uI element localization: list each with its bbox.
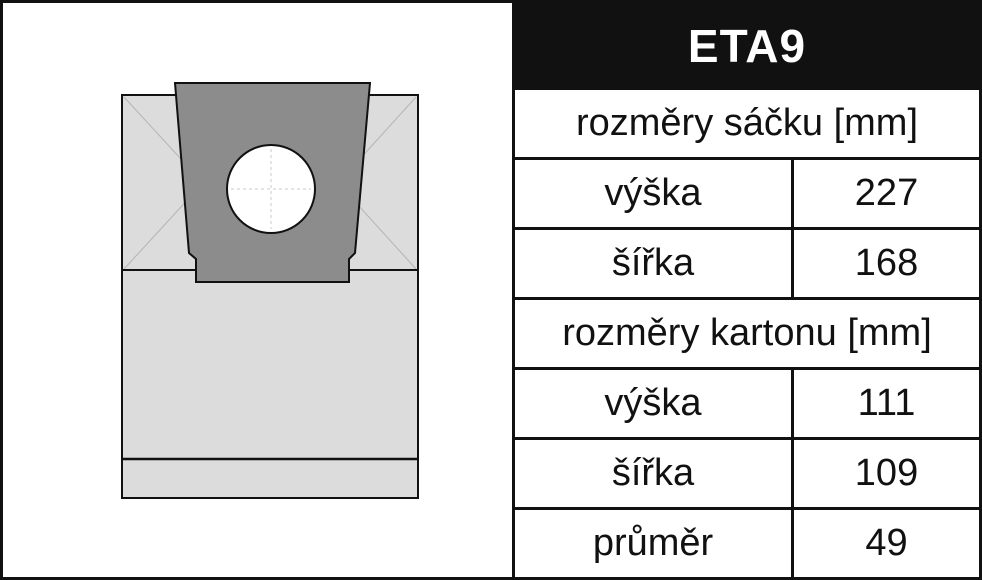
row-value: 49 <box>865 522 908 564</box>
bag-illustration <box>121 82 419 499</box>
collar-hole <box>226 144 316 234</box>
row-value: 109 <box>854 452 919 494</box>
table-row: výška 227 <box>515 160 979 230</box>
spec-table: ETA9 rozměry sáčku [mm] výška 227 šířka … <box>515 3 979 577</box>
row-label: výška <box>515 370 794 437</box>
row-value: 227 <box>854 172 919 214</box>
bag-illustration-panel <box>3 3 515 577</box>
table-row: průměr 49 <box>515 510 979 577</box>
bag-dimensions-header-text: rozměry sáčku [mm] <box>575 102 919 144</box>
row-label: průměr <box>515 510 794 577</box>
row-label: výška <box>515 160 794 227</box>
table-row: šířka 168 <box>515 230 979 300</box>
row-value: 168 <box>854 242 919 284</box>
row-label: šířka <box>515 440 794 507</box>
carton-dimensions-header: rozměry kartonu [mm] <box>515 300 979 370</box>
carton-dimensions-header-text: rozměry kartonu [mm] <box>562 312 932 354</box>
table-row: výška 111 <box>515 370 979 440</box>
table-row: šířka 109 <box>515 440 979 510</box>
row-label: šířka <box>515 230 794 297</box>
row-value: 111 <box>857 382 916 424</box>
bag-dimensions-header: rozměry sáčku [mm] <box>515 90 979 160</box>
model-title: ETA9 <box>515 3 979 90</box>
hole-crosshair <box>231 149 311 229</box>
